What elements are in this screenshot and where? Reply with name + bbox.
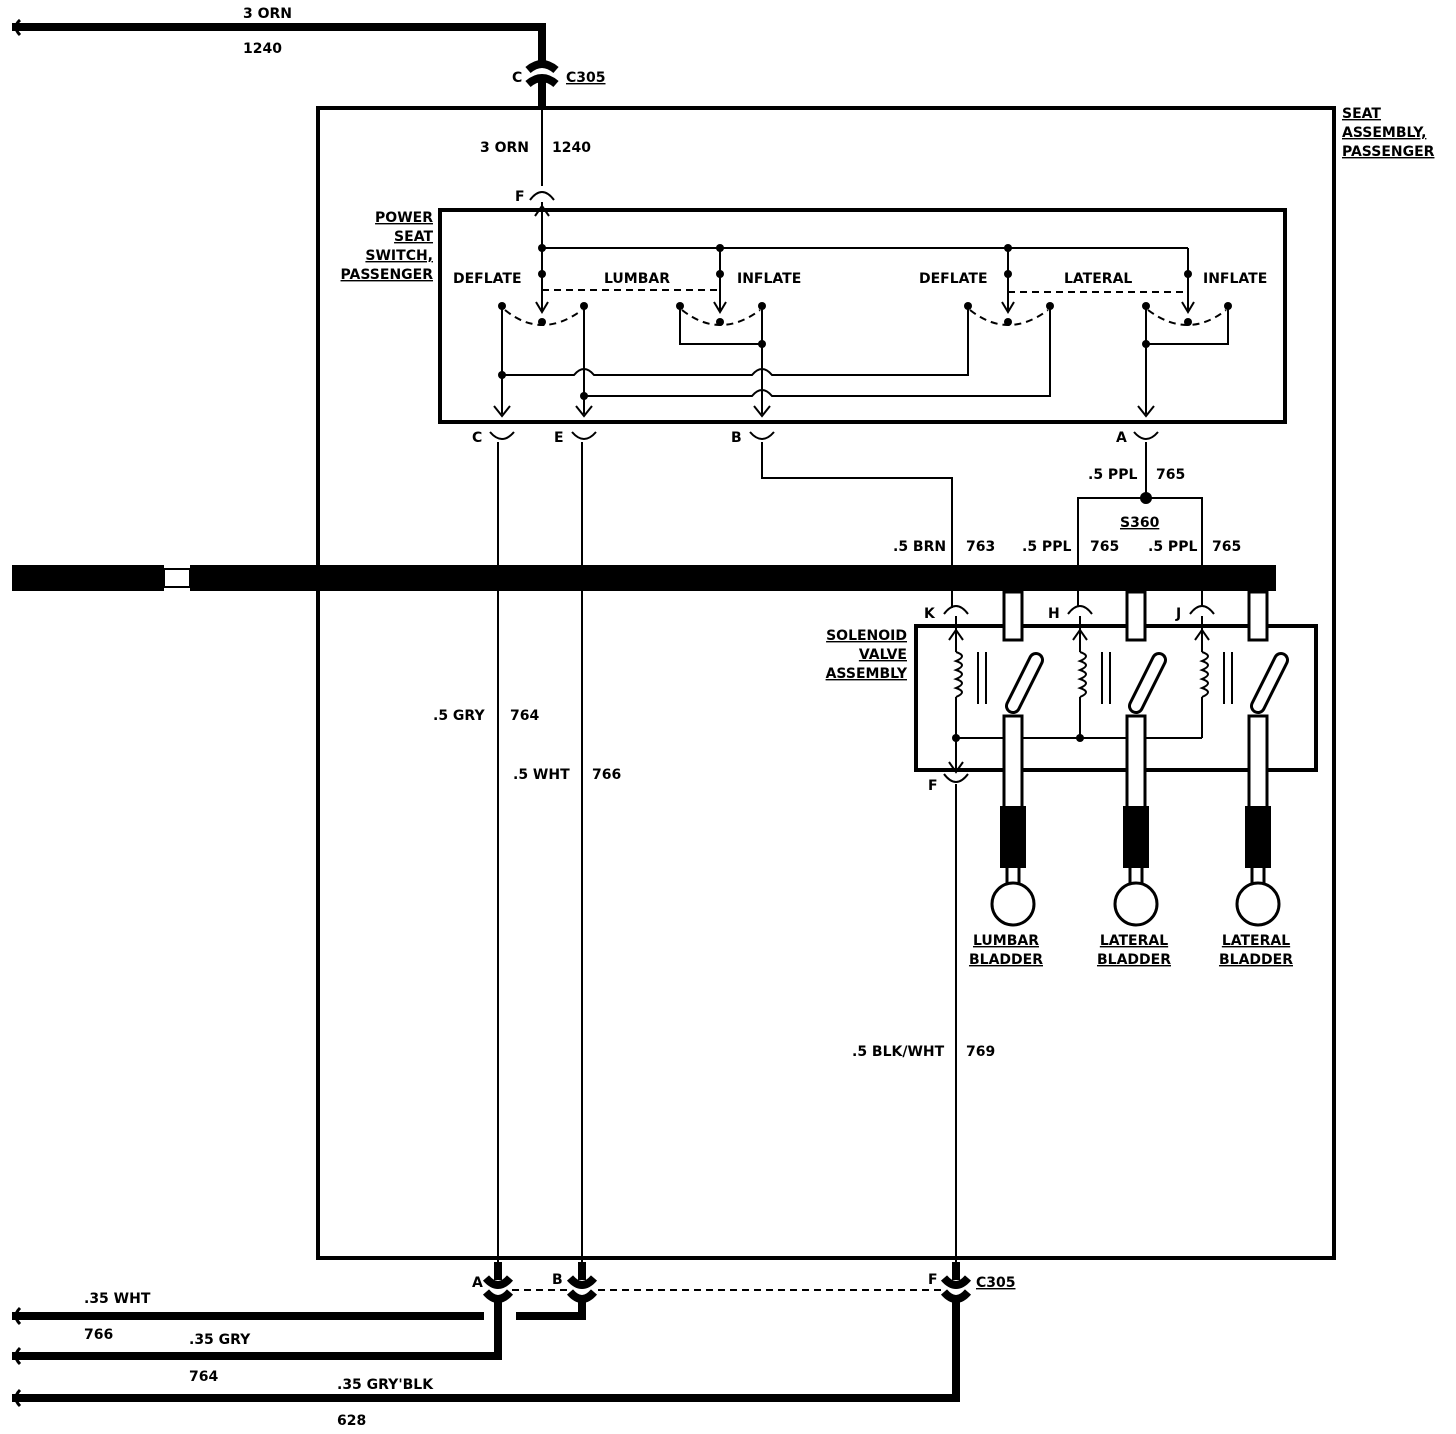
seat-assembly-label-1: SEAT bbox=[1342, 106, 1381, 122]
seat-assembly-box bbox=[316, 106, 1336, 1260]
bottom-wire-3-color: .35 GRY'BLK bbox=[337, 1377, 434, 1393]
bladder-lumbar-icon bbox=[990, 806, 1036, 927]
blkwht-color: .5 BLK/WHT bbox=[852, 1044, 945, 1060]
power-seat-switch-box bbox=[438, 208, 1287, 424]
switch-labels: DEFLATE LUMBAR INFLATE DEFLATE LATERAL I… bbox=[453, 271, 1267, 287]
bladder-2-line2: BLADDER bbox=[1097, 952, 1171, 968]
bottom-wire-1-circuit: 766 bbox=[84, 1327, 113, 1343]
solenoid-pin-h: H bbox=[1048, 606, 1060, 622]
bottom-wire-2-circuit: 764 bbox=[189, 1369, 218, 1385]
c305-bottom-name: C305 bbox=[976, 1275, 1016, 1291]
lateral-inflate-label: INFLATE bbox=[1203, 271, 1267, 287]
wht-circuit: 766 bbox=[592, 767, 621, 783]
ppl1-color: .5 PPL bbox=[1022, 539, 1071, 555]
top-wire-circuit: 1240 bbox=[243, 41, 282, 57]
solenoid-pin-f: F bbox=[928, 778, 938, 794]
solenoid-valve-label: SOLENOID VALVE ASSEMBLY bbox=[826, 628, 908, 682]
switch-pin-b: B bbox=[731, 430, 742, 446]
solenoid-valve-box bbox=[914, 624, 1318, 772]
ppl1-circuit: 765 bbox=[1090, 539, 1119, 555]
brn-color: .5 BRN bbox=[893, 539, 946, 555]
solenoid-pin-k: K bbox=[924, 606, 936, 622]
a-ppl-color: .5 PPL bbox=[1088, 467, 1137, 483]
a-ppl-circuit: 765 bbox=[1156, 467, 1185, 483]
c305-top-pin: C bbox=[512, 70, 522, 86]
gry-circuit: 764 bbox=[510, 708, 539, 724]
blkwht-circuit: 769 bbox=[966, 1044, 995, 1060]
lateral-deflate-label: DEFLATE bbox=[919, 271, 988, 287]
c305-bottom-pin-f: F bbox=[928, 1272, 938, 1288]
lumbar-deflate-label: DEFLATE bbox=[453, 271, 522, 287]
solenoid-label-2: VALVE bbox=[859, 647, 907, 663]
seat-assembly-label-2: ASSEMBLY, bbox=[1342, 125, 1426, 141]
ppl2-circuit: 765 bbox=[1212, 539, 1241, 555]
switch-connectors: C E B A bbox=[472, 430, 1159, 446]
switch-label-4: PASSENGER bbox=[341, 267, 434, 283]
bladder-3-line1: LATERAL bbox=[1222, 933, 1290, 949]
air-hose-harness bbox=[12, 565, 1276, 591]
solenoid-pin-j: J bbox=[1175, 606, 1181, 622]
switch-internal-wiring bbox=[493, 244, 1232, 418]
switch-pin-c: C bbox=[472, 430, 482, 446]
connector-c305-bottom: A B F C305 bbox=[472, 1262, 1016, 1303]
power-seat-switch-label: POWER SEAT SWITCH, PASSENGER bbox=[341, 210, 434, 283]
feed-pin-f: F bbox=[515, 189, 525, 205]
seat-assembly-label-3: PASSENGER bbox=[1342, 144, 1435, 160]
solenoid-label-3: ASSEMBLY bbox=[826, 666, 908, 682]
feed-wire-color: 3 ORN bbox=[480, 140, 529, 156]
lumbar-label: LUMBAR bbox=[604, 271, 670, 287]
bottom-wire-3-circuit: 628 bbox=[337, 1413, 366, 1429]
bladder-lateral-1-icon bbox=[1113, 806, 1159, 927]
splice-s360: S360 bbox=[1120, 515, 1160, 531]
c305-bottom-pin-b: B bbox=[552, 1272, 563, 1288]
bladder-lateral-2-icon bbox=[1235, 806, 1281, 927]
connector-c305-top: C C305 bbox=[512, 60, 606, 108]
c305-top-name: C305 bbox=[566, 70, 606, 86]
top-wire-color: 3 ORN bbox=[243, 6, 292, 22]
brn-circuit: 763 bbox=[966, 539, 995, 555]
solenoid-label-1: SOLENOID bbox=[826, 628, 907, 644]
switch-label-2: SEAT bbox=[394, 229, 433, 245]
switch-pin-a: A bbox=[1116, 430, 1127, 446]
bladder-3-line2: BLADDER bbox=[1219, 952, 1293, 968]
solenoid-connectors: K H J F bbox=[924, 605, 1215, 794]
lateral-label: LATERAL bbox=[1064, 271, 1132, 287]
bladder-2-line1: LATERAL bbox=[1100, 933, 1168, 949]
switch-pin-e: E bbox=[554, 430, 564, 446]
solenoid-internals bbox=[948, 590, 1289, 810]
wht-color: .5 WHT bbox=[513, 767, 570, 783]
bladders: LUMBAR BLADDER LATERAL BLADDER LATERAL B… bbox=[969, 806, 1293, 968]
c305-bottom-pin-a: A bbox=[472, 1275, 483, 1291]
bottom-wire-2-color: .35 GRY bbox=[189, 1332, 251, 1348]
ppl2-color: .5 PPL bbox=[1148, 539, 1197, 555]
switch-label-1: POWER bbox=[375, 210, 433, 226]
switch-label-3: SWITCH, bbox=[365, 248, 433, 264]
top-wire: 3 ORN 1240 bbox=[12, 6, 546, 68]
bottom-wires: .35 WHT 766 .35 GRY 764 .35 GRY'BLK 628 bbox=[12, 1291, 960, 1429]
wire-labels: .5 PPL 765 S360 .5 BRN 763 .5 PPL 765 .5… bbox=[433, 467, 1241, 1060]
bottom-wire-1-color: .35 WHT bbox=[84, 1291, 151, 1307]
bladder-1-line1: LUMBAR bbox=[973, 933, 1039, 949]
gry-color: .5 GRY bbox=[433, 708, 485, 724]
lumbar-inflate-label: INFLATE bbox=[737, 271, 801, 287]
seat-assembly-label: SEAT ASSEMBLY, PASSENGER bbox=[1342, 106, 1435, 160]
bladder-1-line2: BLADDER bbox=[969, 952, 1043, 968]
feed-wire-circuit: 1240 bbox=[552, 140, 591, 156]
feed-wire: 3 ORN 1240 F bbox=[480, 108, 591, 248]
